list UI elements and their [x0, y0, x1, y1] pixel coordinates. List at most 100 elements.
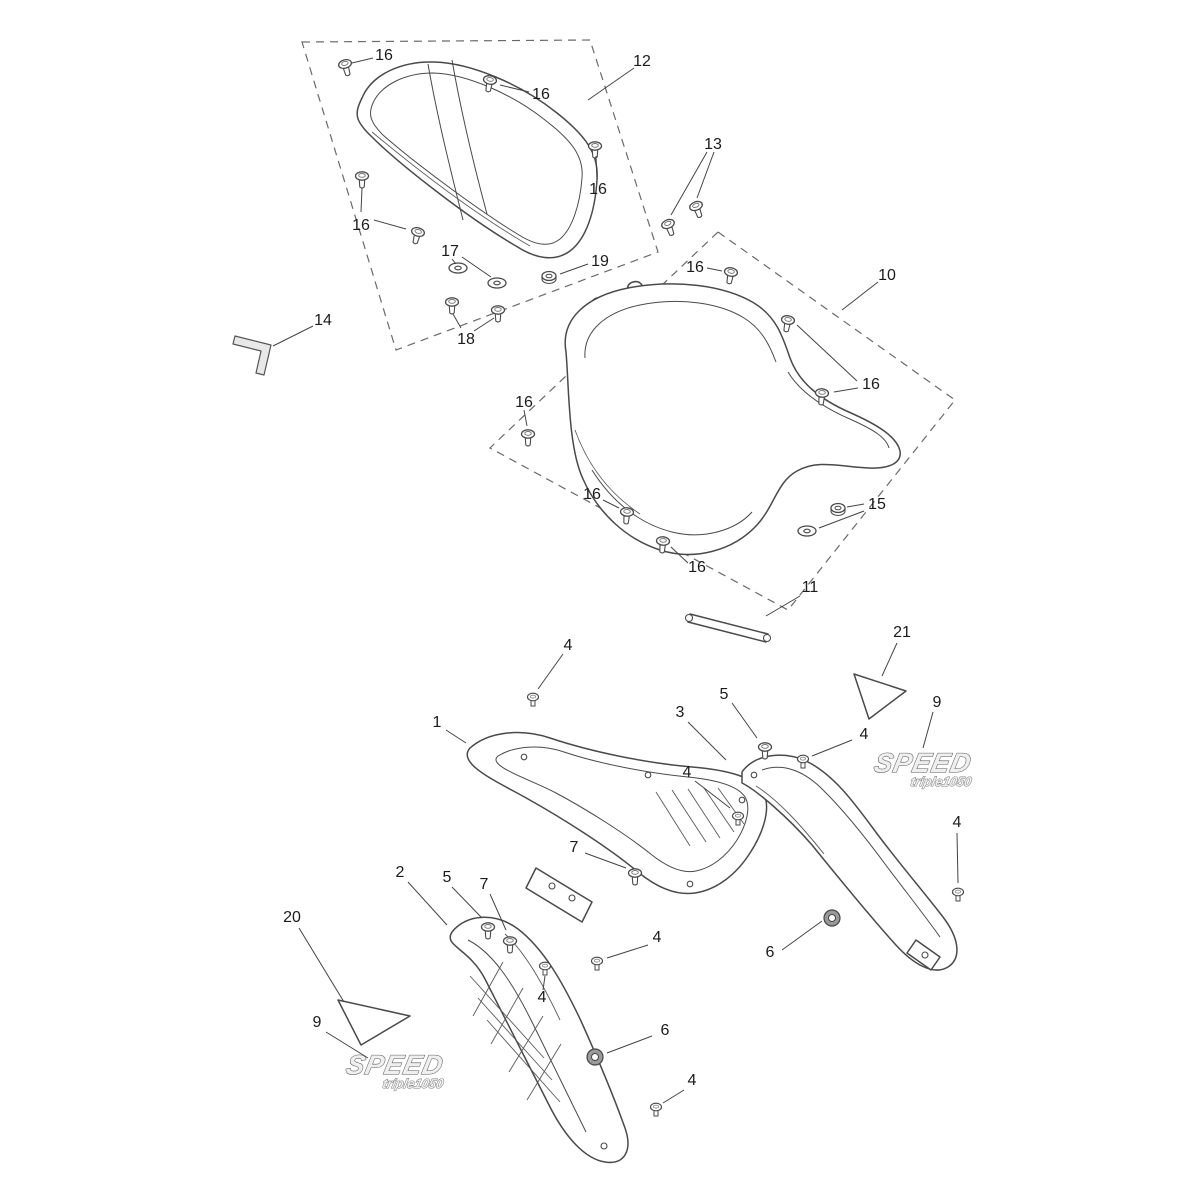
callout-label: 4 — [688, 1072, 697, 1089]
fastener-screw — [520, 429, 536, 447]
leader-line — [881, 642, 898, 677]
left-side-panel-seam — [467, 939, 587, 1133]
leader-line — [272, 325, 314, 347]
rider-seat-pan-line — [574, 429, 641, 515]
fastener-washer — [797, 525, 817, 537]
leader-line — [542, 975, 546, 991]
leader-line — [818, 510, 865, 529]
callout-label: 16 — [515, 394, 533, 411]
callout-label: 14 — [314, 312, 332, 329]
callout-label: 10 — [878, 267, 896, 284]
leader-line — [602, 499, 620, 509]
callout-label: 5 — [443, 869, 452, 886]
pillion-seat-strap — [427, 59, 488, 221]
callout-label: 16 — [589, 181, 607, 198]
leader-line — [694, 780, 731, 809]
center-cowl-panel — [466, 731, 768, 895]
leader-line — [489, 893, 507, 931]
right-side-panel-seam — [761, 766, 941, 938]
fasteners — [336, 57, 965, 1117]
callout-label: 9 — [933, 694, 942, 711]
left-side-panel — [449, 916, 629, 1164]
pillion-seat — [356, 61, 598, 259]
callout-label: 19 — [591, 253, 609, 270]
leader-line — [451, 886, 483, 919]
fastener-screw — [336, 57, 356, 78]
callout-label: 21 — [893, 624, 911, 641]
speed-logo-text: SPEED — [344, 1049, 447, 1080]
callout-label: 16 — [862, 376, 880, 393]
callout-label: 16 — [583, 486, 601, 503]
leader-line — [537, 653, 564, 690]
cowl-hole — [520, 753, 528, 761]
callout-label: 4 — [953, 814, 962, 831]
callout-label: 17 — [441, 243, 459, 260]
fastener-washer — [448, 262, 468, 274]
leader-line — [595, 155, 598, 181]
callout-label: 5 — [720, 686, 729, 703]
fastener-screw — [354, 171, 370, 189]
leader-line — [922, 711, 934, 749]
leader-line — [559, 263, 589, 275]
allen-key — [232, 335, 272, 376]
leader-line — [584, 852, 627, 869]
cowl-hole — [644, 771, 652, 779]
callout-label: 4 — [653, 929, 662, 946]
center-cowl-inner — [495, 746, 749, 873]
leader-line — [298, 927, 345, 1003]
callout-label: 4 — [860, 726, 869, 743]
leader-line — [662, 1089, 685, 1104]
speed-logo-subtext: triple1050 — [909, 774, 973, 789]
rider-seat — [564, 283, 901, 556]
decal-triangle-left — [337, 999, 411, 1046]
leader-line — [670, 546, 689, 564]
leader-line — [451, 258, 457, 265]
callout-label: 16 — [375, 47, 393, 64]
left-panel-vent-mesh — [469, 961, 562, 1103]
callout-label: 11 — [802, 579, 819, 596]
callout-label: 2 — [396, 864, 405, 881]
fastener-screw — [687, 199, 707, 221]
callout-label: 6 — [766, 944, 775, 961]
decal-triangle-right — [853, 673, 907, 720]
speed-logo-subtext: triple1050 — [381, 1076, 445, 1091]
leader-line — [687, 721, 727, 761]
leader-line — [325, 1031, 369, 1059]
callout-label: 4 — [538, 989, 547, 1006]
speed-logo-right: SPEED triple1050 — [871, 747, 975, 790]
pillion-seat-seam — [370, 72, 583, 245]
callout-label: 16 — [688, 559, 706, 576]
fastener-rivet — [951, 887, 965, 902]
pillion-seat-assembly — [356, 59, 598, 259]
fastener-screw — [444, 297, 460, 315]
leader-line — [796, 324, 858, 382]
leader-line — [523, 409, 528, 427]
leader-line — [351, 57, 374, 64]
leader-line — [765, 595, 801, 617]
pillion-seat-base-line — [371, 131, 531, 247]
fastener-rivet — [649, 1102, 663, 1117]
fastener-screw — [778, 314, 796, 334]
speed-logo-left: SPEED triple1050 — [343, 1049, 447, 1092]
callout-label: 13 — [704, 136, 722, 153]
leader-line — [956, 832, 959, 884]
bodywork — [337, 673, 958, 1164]
leader-line — [360, 187, 363, 213]
callout-label: 6 — [661, 1022, 670, 1039]
leader-line — [461, 256, 492, 278]
fastener-rivet — [590, 956, 604, 971]
fastener-screw — [721, 266, 739, 286]
rider-seat-seam-front — [584, 300, 777, 363]
rider-seat-seam-rear — [787, 371, 890, 449]
fastener-grommet — [586, 1048, 604, 1066]
leader-line — [373, 219, 407, 230]
callout-label: 16 — [352, 217, 370, 234]
leader-line — [781, 920, 823, 951]
fastener-grommet — [823, 909, 841, 927]
callout-label: 18 — [457, 331, 475, 348]
tools — [232, 335, 772, 643]
callout-label: 12 — [633, 53, 651, 70]
leader-line — [706, 267, 723, 272]
fastener-nut — [830, 502, 846, 517]
leader-line — [606, 1035, 653, 1054]
